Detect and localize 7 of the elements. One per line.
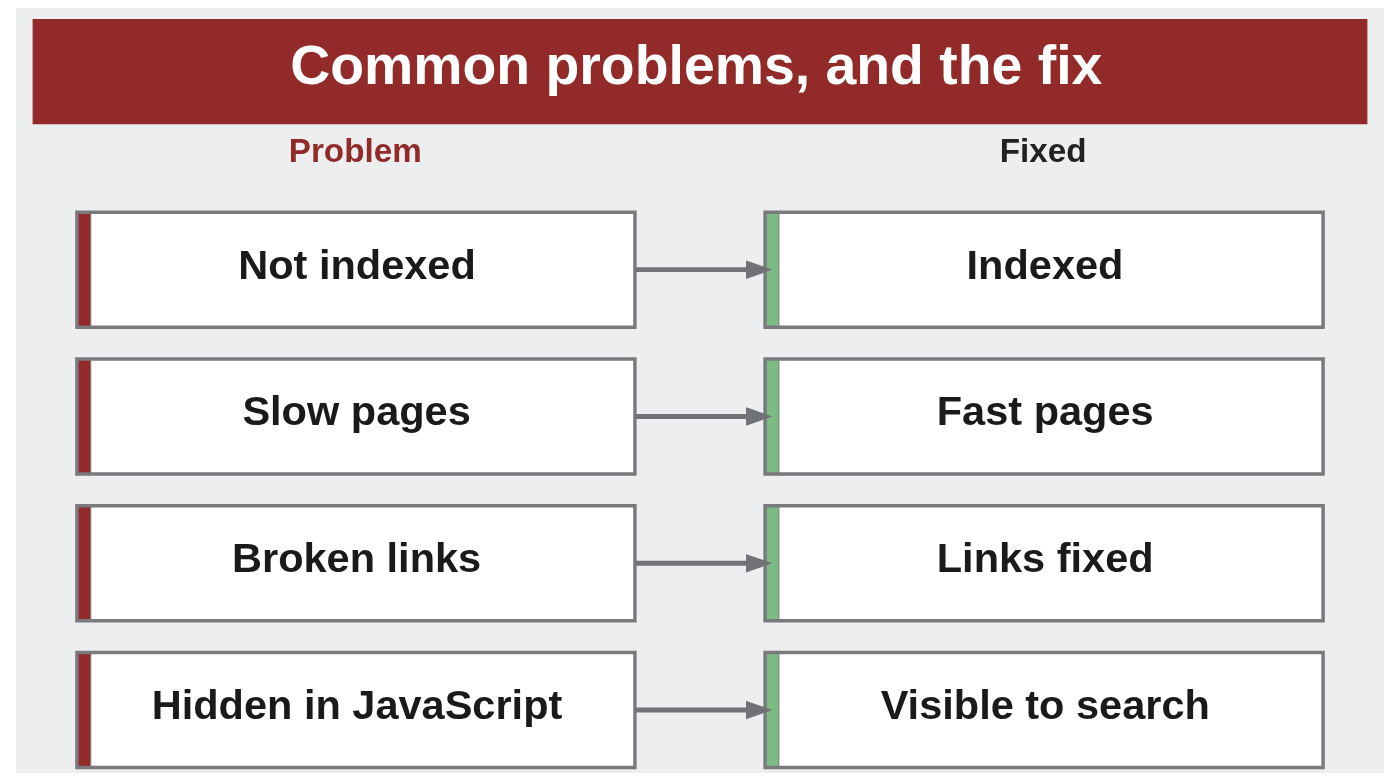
- label: Fixed: [999, 131, 1087, 169]
- label: Problem: [288, 131, 422, 169]
- arrow: [635, 407, 773, 426]
- arrow: [635, 700, 773, 720]
- arrow: [635, 554, 773, 573]
- arrow: [635, 260, 773, 279]
- diagram-title: Common problems, and the fix: [290, 34, 1103, 97]
